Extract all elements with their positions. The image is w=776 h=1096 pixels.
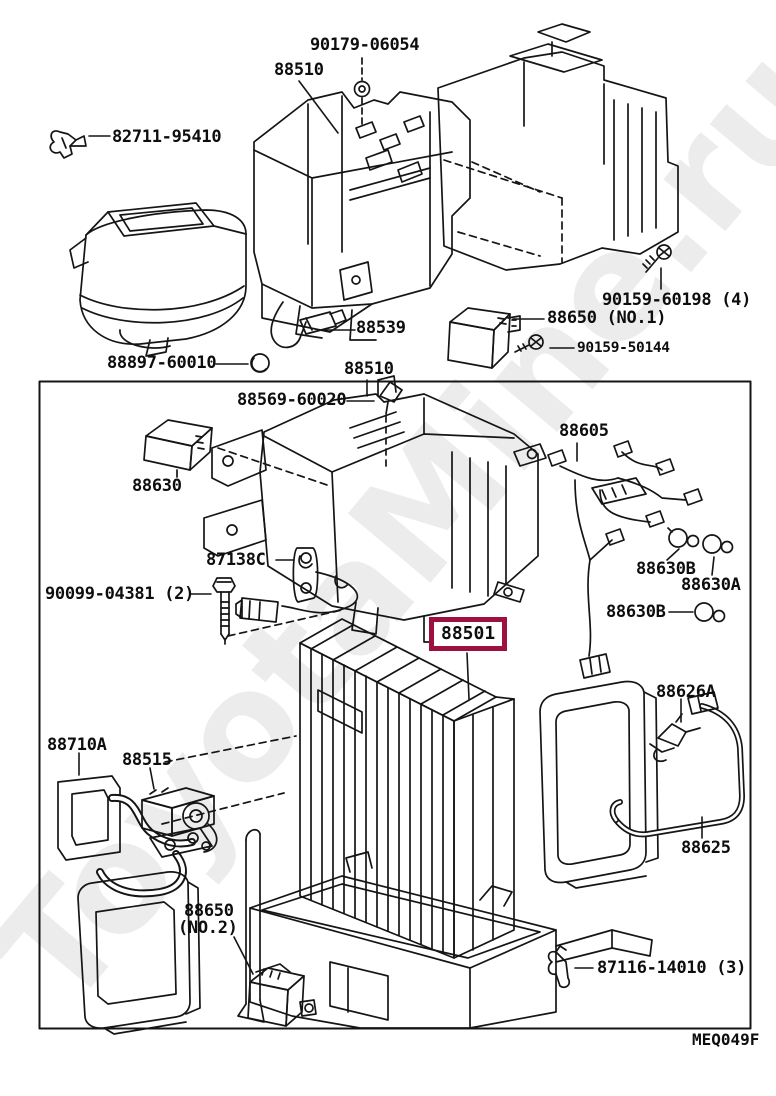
amplifier-88650-no1-drawing [447, 307, 521, 369]
heater-unit-drawing [253, 91, 471, 341]
leader-lines [78, 80, 715, 975]
clip-82711-drawing [49, 130, 87, 159]
evaporator-core-88501-drawing [299, 618, 515, 959]
figure-code: MEQ049F [692, 1030, 760, 1049]
drain-hose-88539-drawing [270, 301, 347, 349]
part-label-88539: 88539 [356, 318, 406, 338]
part-label-88710a: 88710A [47, 735, 107, 755]
highlighted-part-label: 88501 [441, 623, 496, 644]
lower-case-drawing [237, 828, 653, 1029]
relay-88630-drawing [143, 419, 331, 487]
packing-frame-right-drawing [539, 680, 659, 889]
screw-90159-60198-drawing [642, 244, 672, 273]
part-label-82711-95410: 82711-95410 [112, 127, 222, 147]
clip-87116-drawing [547, 945, 571, 989]
part-label-88630: 88630 [132, 476, 182, 496]
part-label-90159-60198: 90159-60198 (4) [602, 290, 752, 310]
part-label-88650-no2-line2: (NO.2) [178, 918, 238, 938]
screw-90159-50144-drawing [514, 334, 544, 353]
part-label-88630a: 88630A [681, 575, 741, 595]
part-label-90159-50144: 90159-50144 [577, 340, 670, 356]
blower-housing-drawing [69, 202, 247, 357]
part-label-88515: 88515 [122, 750, 172, 770]
part-label-88510-lower: 88510 [344, 359, 394, 379]
part-label-88630b-lower: 88630B [606, 602, 666, 622]
grommet-88897-drawing [250, 353, 270, 373]
packing-frame-left-drawing [77, 871, 201, 1035]
part-label-88569-60020: 88569-60020 [237, 390, 347, 410]
part-label-87138c: 87138C [206, 550, 266, 570]
bolt-90099-drawing [161, 577, 343, 825]
part-label-88510-top: 88510 [274, 60, 324, 80]
part-label-88650-no1: 88650 (NO.1) [547, 308, 667, 328]
cooler-case-drawing [203, 375, 547, 643]
wire-harness-88605-drawing [547, 440, 703, 679]
amplifier-88650-no2-drawing [247, 963, 317, 1027]
part-label-90099-04381: 90099-04381 (2) [45, 584, 195, 604]
sensor-88630b-lower-drawing [694, 602, 726, 623]
part-label-88630b-upper: 88630B [636, 559, 696, 579]
sensor-88630b-upper-drawing [667, 527, 700, 548]
thermistor-87138c-drawing [235, 547, 359, 623]
sensor-88630a-drawing [702, 534, 734, 554]
part-label-88605: 88605 [559, 421, 609, 441]
evaporator-case-top-drawing [437, 23, 679, 271]
highlighted-part-88501-box: 88501 [429, 617, 508, 651]
tube-bracket-88710a-drawing [57, 775, 213, 898]
part-label-88650-no2-line1: 88650 [184, 901, 234, 921]
part-label-88626a: 88626A [656, 682, 716, 702]
tube-88625-drawing [609, 691, 745, 838]
part-label-90179-06054: 90179-06054 [310, 35, 420, 55]
part-88515-drawing [141, 787, 218, 853]
nut-90179-drawing [353, 57, 371, 129]
part-label-88897-60010: 88897-60010 [107, 353, 217, 373]
clip-88569-drawing [379, 381, 403, 471]
clip-88626a-drawing [649, 713, 701, 763]
part-label-88625: 88625 [681, 838, 731, 858]
part-label-87116-14010: 87116-14010 (3) [597, 958, 747, 978]
